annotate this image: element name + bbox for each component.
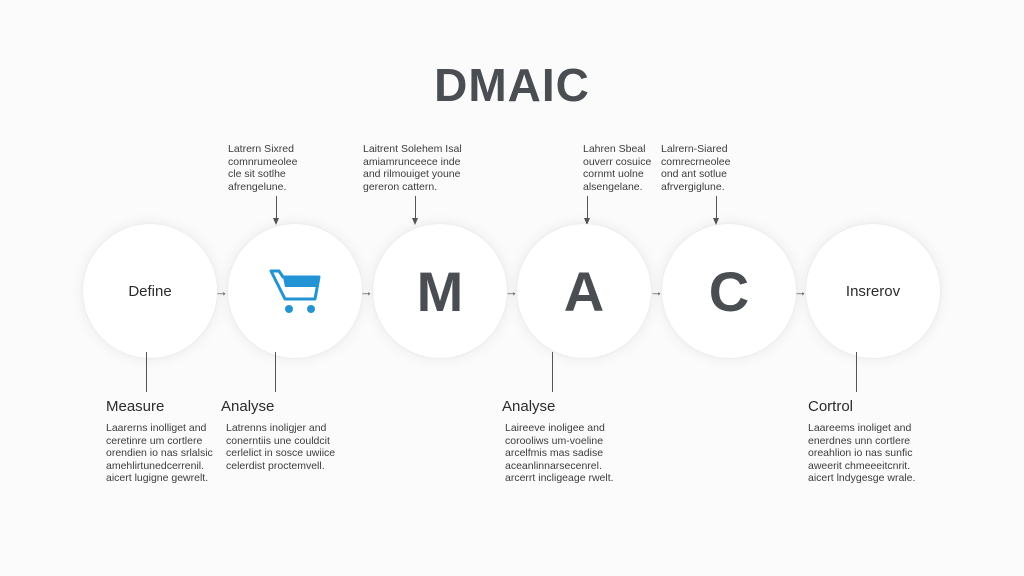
flow-arrow: →: [505, 284, 518, 299]
flow-arrow: →: [650, 284, 663, 299]
connector-line: [716, 196, 717, 218]
connector-line: [276, 196, 277, 218]
flow-arrow: →: [215, 284, 228, 299]
section-text: Laireeve inoligee and corooliws um-voeli…: [505, 422, 614, 484]
step-define-label: Define: [128, 282, 172, 300]
step-m-letter: M: [416, 259, 464, 323]
section-text: Laarerns inolliget and ceretinre um cort…: [106, 422, 213, 484]
top-note-4: Lalrern-Siared comrecrneolee ond ant sot…: [661, 143, 731, 193]
section-heading: Cortrol: [808, 398, 854, 415]
connector-arrowhead: [584, 218, 590, 225]
step-improve-circle: Insrerov: [806, 224, 940, 358]
top-note-1: Latrern Sixred comnrumeolee cle sit sotl…: [228, 143, 298, 193]
top-note-2: Laitrent Solehem Isal amiamrunceece inde…: [363, 143, 462, 193]
diagram-title: DMAIC: [434, 59, 590, 111]
step-cart-circle: [228, 224, 362, 358]
connector-line: [415, 196, 416, 218]
top-note-3: Lahren Sbeal ouverr cosuice cornmt uolne…: [583, 143, 652, 193]
cart-icon: [269, 267, 321, 315]
step-c-letter: C: [708, 259, 750, 323]
step-a-circle: A: [517, 224, 651, 358]
connector-line: [587, 196, 588, 218]
step-m-circle: M: [373, 224, 507, 358]
connector-arrowhead: [412, 218, 418, 225]
section-heading: Analyse: [221, 398, 275, 415]
connector-line: [146, 352, 147, 392]
connector-line: [856, 352, 857, 392]
section-heading: Measure: [106, 398, 165, 415]
flow-arrow: →: [360, 284, 373, 299]
section-heading: Analyse: [502, 398, 556, 415]
connector-line: [275, 352, 276, 392]
connector-arrowhead: [713, 218, 719, 225]
step-c-circle: C: [662, 224, 796, 358]
connector-arrowhead: [273, 218, 279, 225]
step-a-letter: A: [563, 259, 605, 323]
connector-line: [552, 352, 553, 392]
section-text: Laareems inoliget and enerdnes unn cortl…: [808, 422, 916, 484]
flow-arrow: →: [794, 284, 807, 299]
step-improve-label: Insrerov: [845, 282, 901, 300]
step-define-circle: Define: [83, 224, 217, 358]
section-text: Latrenns inoligjer and conerntiis une co…: [226, 422, 336, 472]
